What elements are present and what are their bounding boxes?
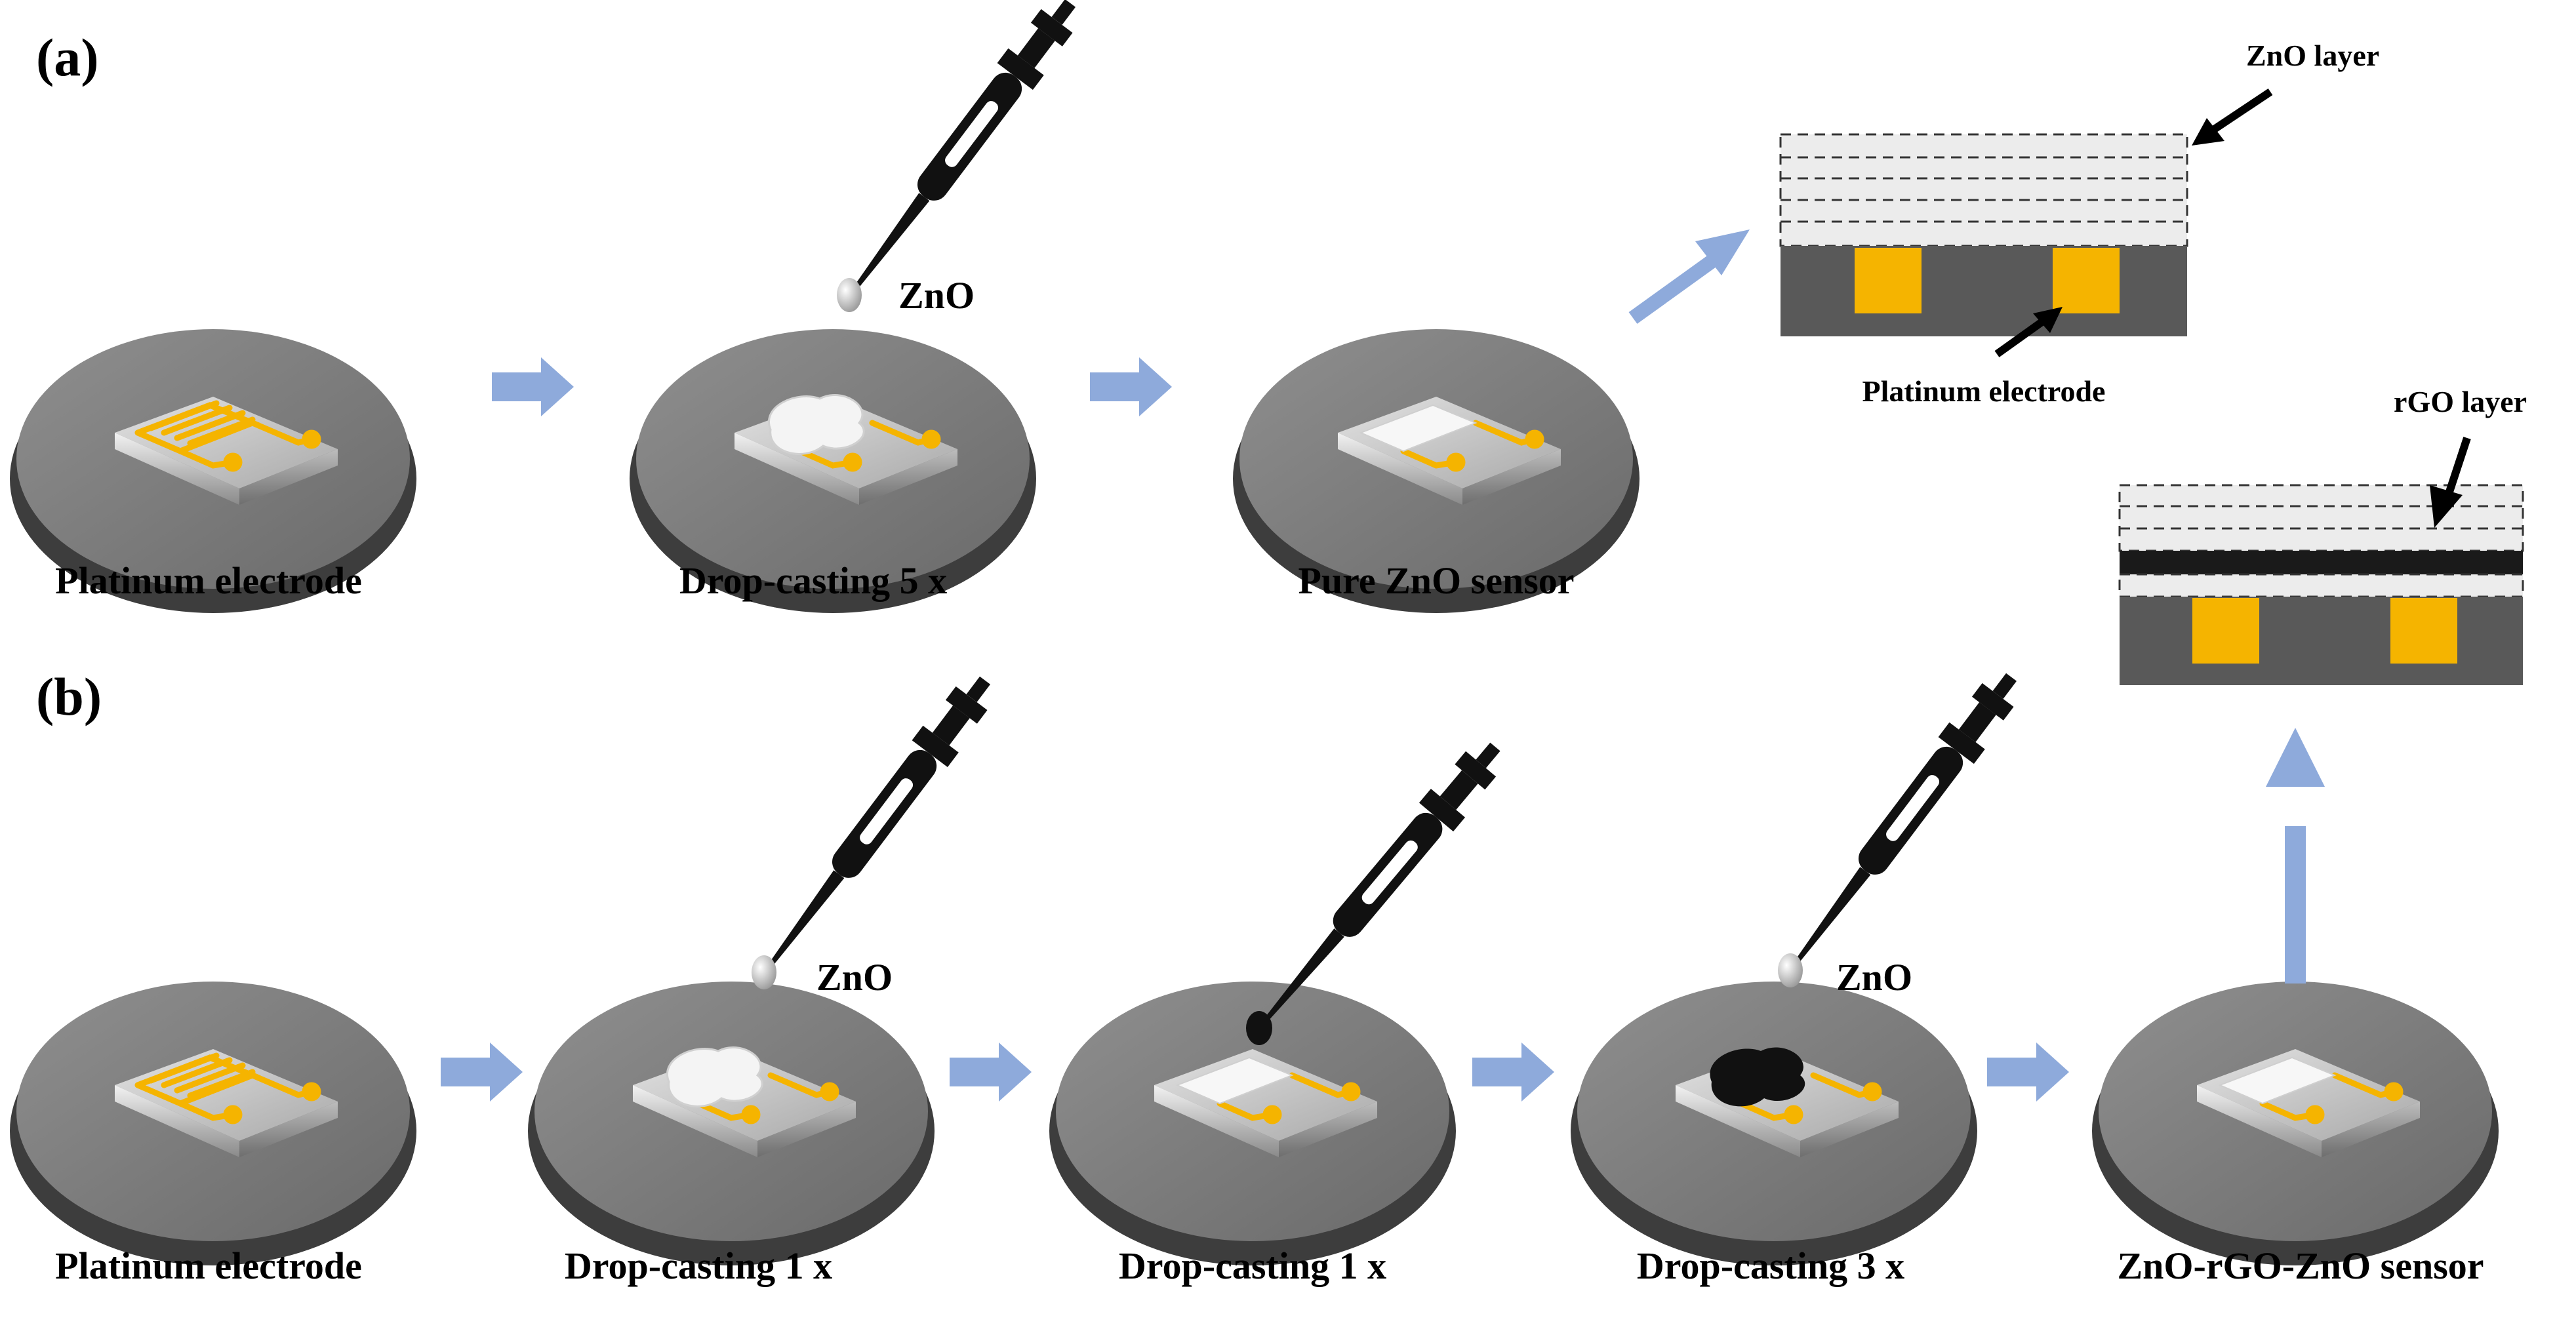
pointer-arrow-head [2033, 307, 2063, 333]
platinum-electrode-pattern [1217, 1072, 1361, 1124]
caption-b5: ZnO-rGO-ZnO sensor [2117, 1244, 2484, 1287]
platinum-electrode-pattern [695, 1072, 839, 1124]
platinum-electrode-block [2390, 598, 2457, 664]
process-arrow [1472, 1043, 1554, 1102]
step-b5 [2092, 982, 2499, 1265]
process-arrow [950, 1043, 1032, 1102]
caption-b3: Drop-casting 1 x [1119, 1244, 1386, 1287]
arrow-to-cross-section-b [2285, 826, 2306, 983]
process-arrow [441, 1043, 523, 1102]
platinum-electrode-block [1855, 248, 1922, 313]
arrow-to-cross-section-b-head [2266, 728, 2325, 787]
zno-film [1175, 1056, 1294, 1105]
step-b2 [528, 982, 935, 1265]
caption-a1: Platinum electrode [55, 559, 362, 602]
pointer-arrow-head [2192, 118, 2224, 146]
zno-droplet [752, 955, 776, 989]
platinum-electrode-pattern [1738, 1072, 1882, 1124]
caption-a2: Drop-casting 5 x [679, 559, 947, 602]
pipette [847, 0, 1076, 298]
platinum-electrode-pattern [797, 420, 941, 472]
zno-film [1359, 404, 1478, 452]
step-a1 [10, 329, 416, 613]
process-arrow [492, 357, 574, 416]
bottom-zno-layer [2118, 573, 2524, 598]
caption-a3: Pure ZnO sensor [1298, 559, 1574, 602]
pointer-arrow [1994, 318, 2045, 357]
rgo-layer [2120, 551, 2523, 574]
step-a2 [630, 329, 1036, 613]
zno-drop-blob [768, 394, 865, 455]
panel-a-label: (a) [36, 28, 99, 87]
step-b4 [1571, 982, 1977, 1265]
pointer-arrow [2445, 437, 2471, 493]
pipette [762, 676, 991, 975]
zno-film [2218, 1056, 2337, 1105]
step-b3 [1049, 982, 1456, 1265]
substrate [1781, 246, 2187, 336]
pointer-arrow [2211, 89, 2273, 133]
platinum-electrode-pattern [2259, 1072, 2404, 1124]
platinum-electrode-block [2192, 598, 2259, 664]
process-arrow [1090, 357, 1172, 416]
arrow-to-cross-section-a-head [1695, 229, 1750, 275]
drop-label-a2: ZnO [898, 274, 975, 317]
platinum-electrode-pattern [134, 1052, 321, 1124]
step-a3 [1233, 329, 1640, 613]
platinum-electrode-pattern [1400, 420, 1544, 472]
platinum-electrode-pattern [134, 400, 321, 472]
cross-section-b [2118, 484, 2524, 685]
platinum-electrode-label: Platinum electrode [1862, 374, 2106, 408]
zno-layer-label: ZnO layer [2246, 39, 2379, 72]
zno-droplet [1778, 953, 1803, 987]
rgo-droplet [1246, 1011, 1272, 1045]
zno-droplet [837, 278, 862, 312]
panel-b-label: (b) [36, 667, 102, 726]
process-arrow [1987, 1043, 2069, 1102]
cross-section-a [1779, 133, 2188, 336]
pipette [1788, 673, 2017, 972]
platinum-electrode-block [2053, 248, 2120, 313]
step-b1 [10, 982, 416, 1265]
zno-drop-blob [666, 1046, 763, 1107]
pipette [1257, 742, 1500, 1029]
drop-label-b2: ZnO [816, 956, 893, 999]
substrate [2120, 597, 2523, 685]
rgo-layer-label: rGO layer [2394, 385, 2527, 418]
pointer-arrow-head [2430, 485, 2463, 528]
arrow-to-cross-section-a [1628, 253, 1720, 324]
caption-b2: Drop-casting 1 x [565, 1244, 832, 1287]
caption-b1: Platinum electrode [55, 1244, 362, 1287]
zno-layer-stack [1779, 133, 2188, 247]
rgo-drop-blob [1710, 1047, 1805, 1107]
drop-label-b4: ZnO [1836, 956, 1912, 999]
caption-b4: Drop-casting 3 x [1637, 1244, 1904, 1287]
